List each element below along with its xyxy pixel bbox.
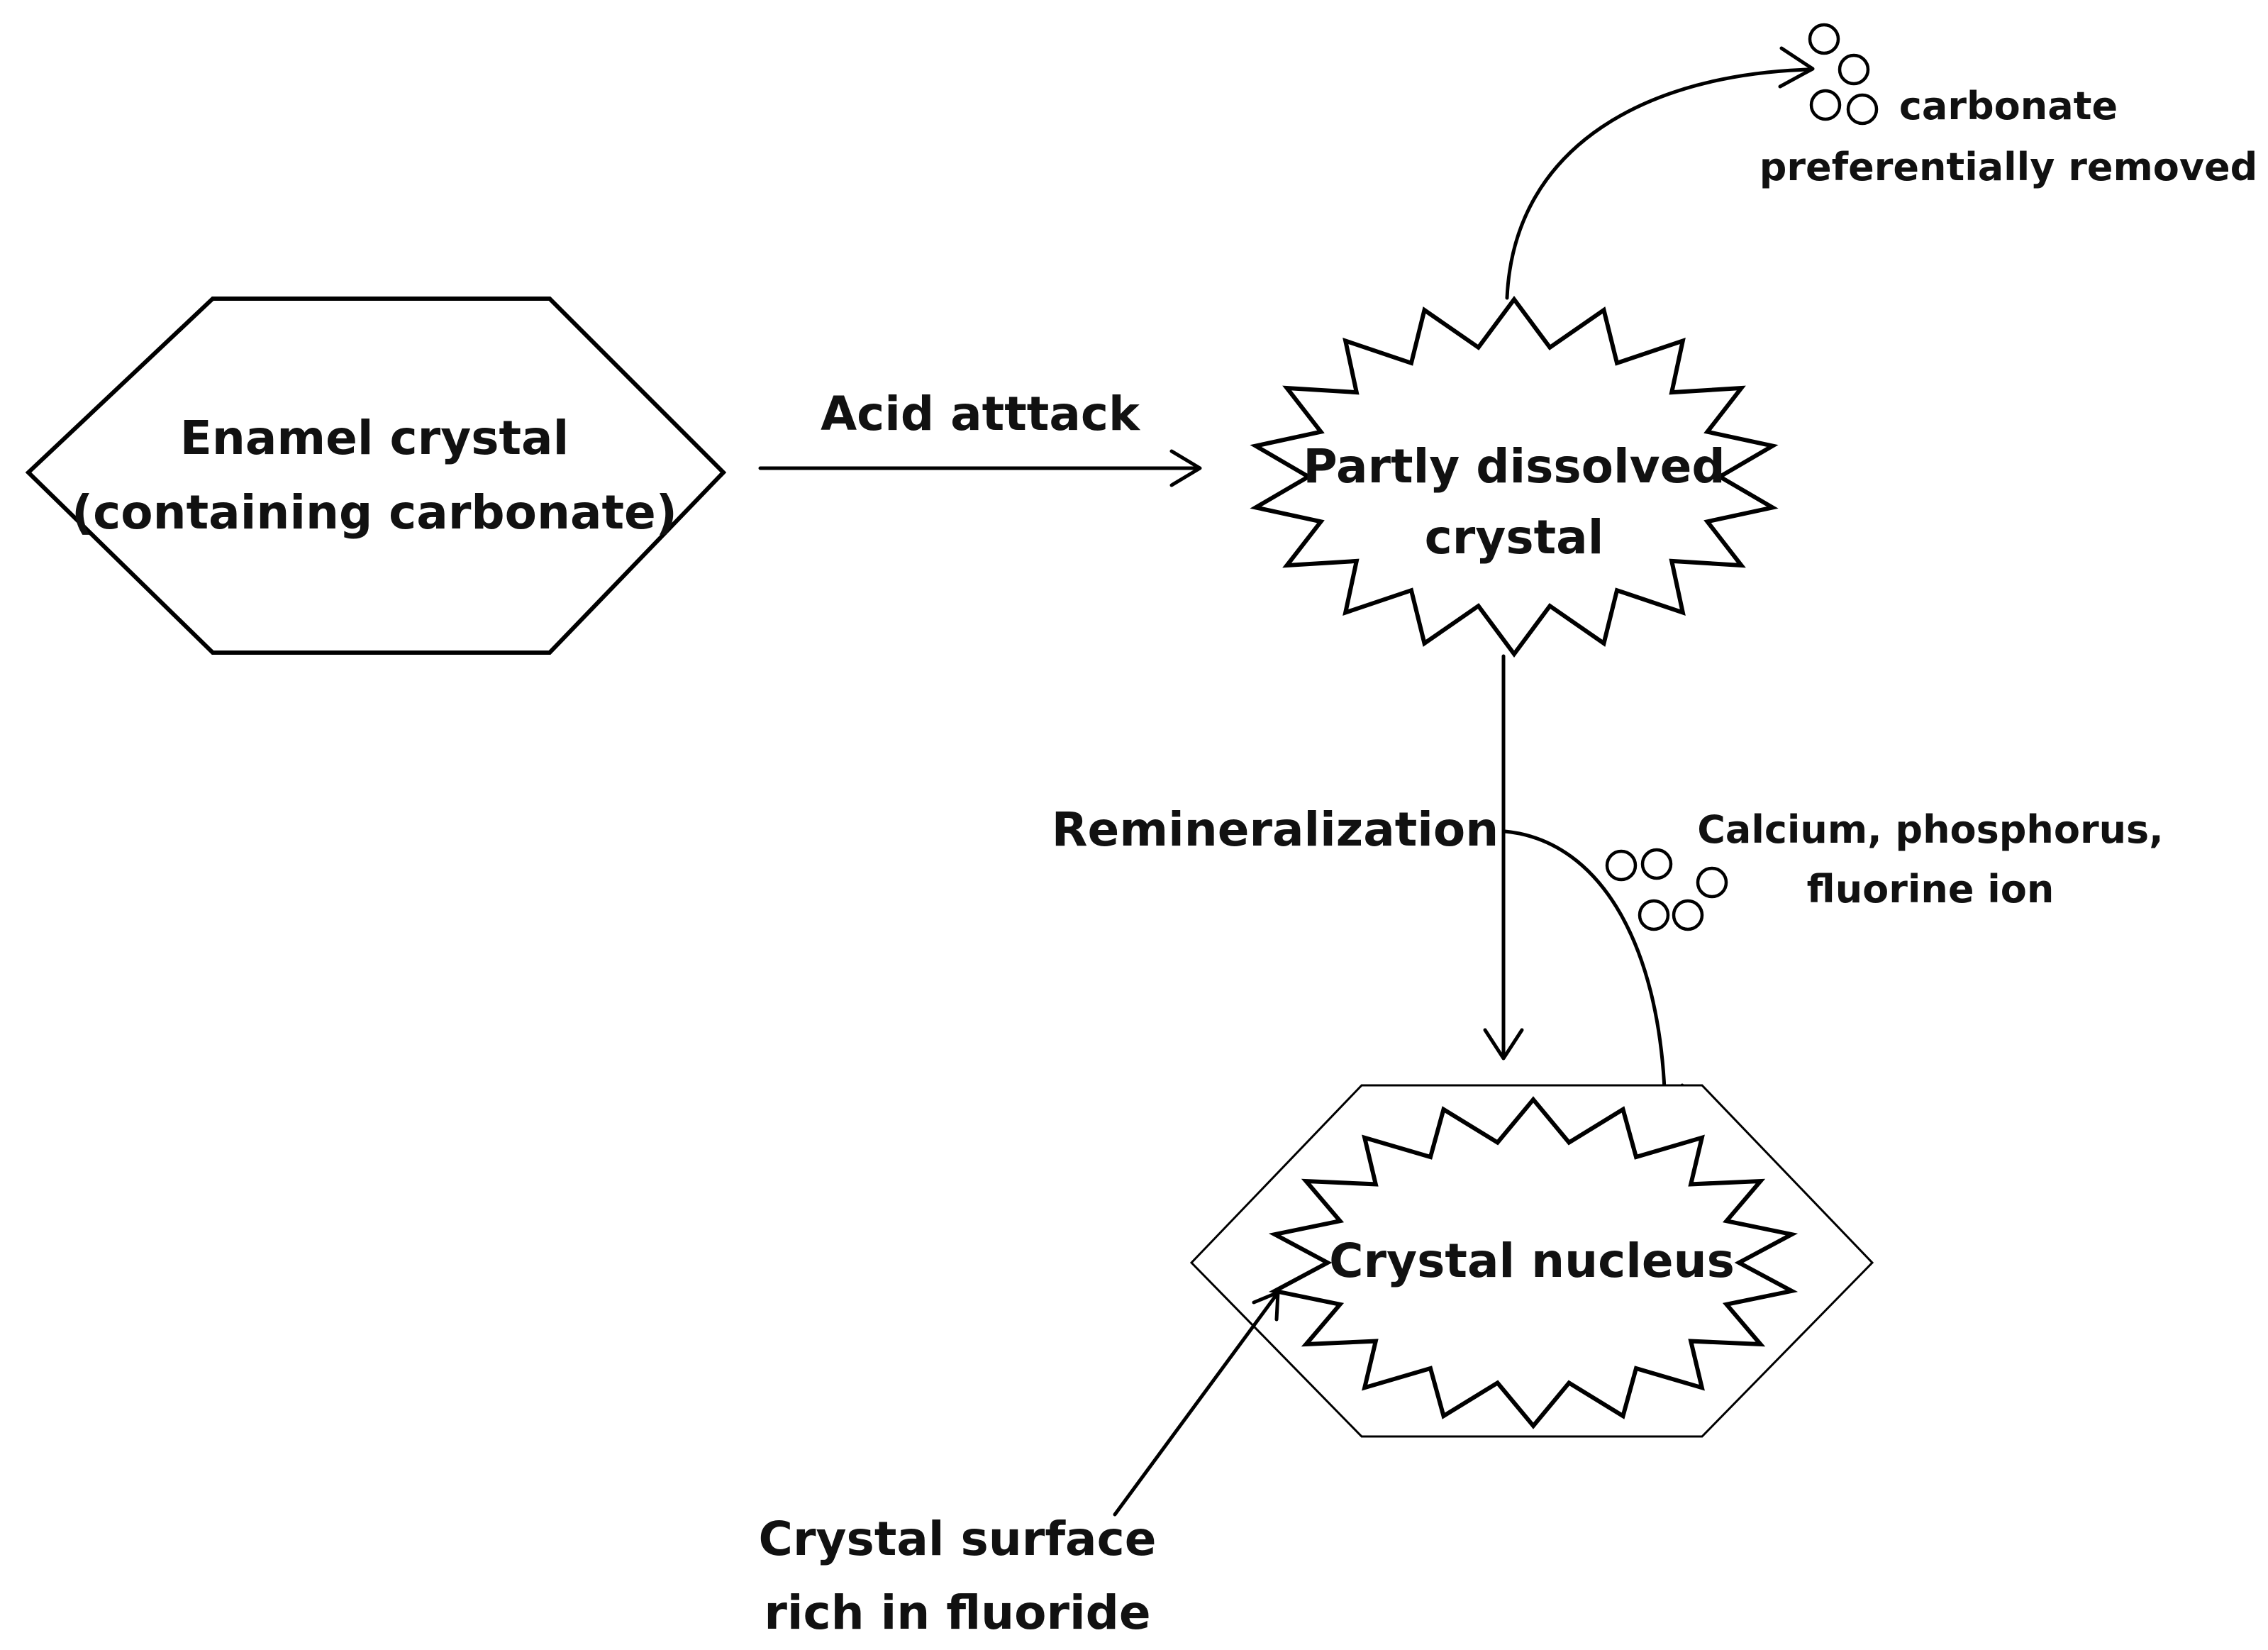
enamel-crystal-hexagon [25, 297, 727, 655]
acid-attack-label: Acid atttack [821, 387, 1141, 441]
partly-dissolved-label-line2: crystal [1425, 510, 1604, 565]
enamel-crystal-label-line2: (containing carbonate) [72, 485, 677, 540]
carbonate-label-line1: carbonate [1899, 84, 2118, 128]
remineralization-label: Remineralization [1052, 802, 1499, 857]
mineral-ions-label-line1: Calcium, phosphorus, [1697, 807, 2163, 852]
enamel-crystal-label-line1: Enamel crystal [180, 411, 569, 465]
carbonate-ion-circle [1808, 23, 1840, 55]
fluoride-surface-arrowhead [1252, 1290, 1280, 1322]
fluoride-surface-label-line2: rich in fluoride [764, 1585, 1150, 1640]
enamel-crystal-node: Enamel crystal (containing carbonate) [25, 297, 727, 655]
remineralization-arrowhead [1483, 1028, 1524, 1061]
mineral-ion-circle [1640, 848, 1673, 880]
ion-supply-arrow-line [1503, 829, 1667, 1114]
carbonate-ion-circle [1846, 93, 1879, 126]
crystal-nucleus-node: Crystal nucleus [1189, 1084, 1874, 1438]
crystal-nucleus-starburst [1268, 1096, 1799, 1429]
fluoride-surface-label-line1: Crystal surface [759, 1512, 1157, 1566]
carbonate-label-line2: preferentially removed [1760, 145, 2258, 189]
fluoride-surface-arrow-line [1113, 1292, 1279, 1517]
partly-dissolved-label-line1: Partly dissolved [1303, 439, 1725, 494]
remineralization-edge: Remineralization [1052, 654, 1524, 1061]
partly-dissolved-node: Partly dissolved crystal [1250, 295, 1779, 658]
carbonate-ion-circle [1809, 89, 1842, 121]
mineral-ion-circle [1696, 866, 1728, 899]
calcium-phosphorus-fluorine-ions: Calcium, phosphorus, fluorine ion [1605, 807, 2164, 931]
mineral-ions-label-line2: fluorine ion [1807, 867, 2055, 912]
acid-attack-edge: Acid atttack [758, 387, 1202, 487]
partly-dissolved-starburst [1250, 295, 1779, 658]
fluoride-surface-annotation: Crystal surface rich in fluoride [759, 1290, 1280, 1640]
carbonate-removal-arrow-line [1505, 67, 1811, 300]
mineral-ion-circle [1605, 849, 1638, 882]
mineral-ion-circle [1672, 899, 1704, 931]
carbonate-ion-circle [1838, 53, 1870, 86]
carbonate-removal-edge [1505, 46, 1815, 300]
carbonate-removal-arrowhead [1778, 46, 1815, 89]
carbonate-ions: carbonate preferentially removed [1760, 23, 2258, 189]
acid-attack-arrowhead [1169, 449, 1202, 487]
crystal-nucleus-label: Crystal nucleus [1329, 1234, 1735, 1288]
mineral-ion-circle [1638, 899, 1670, 931]
